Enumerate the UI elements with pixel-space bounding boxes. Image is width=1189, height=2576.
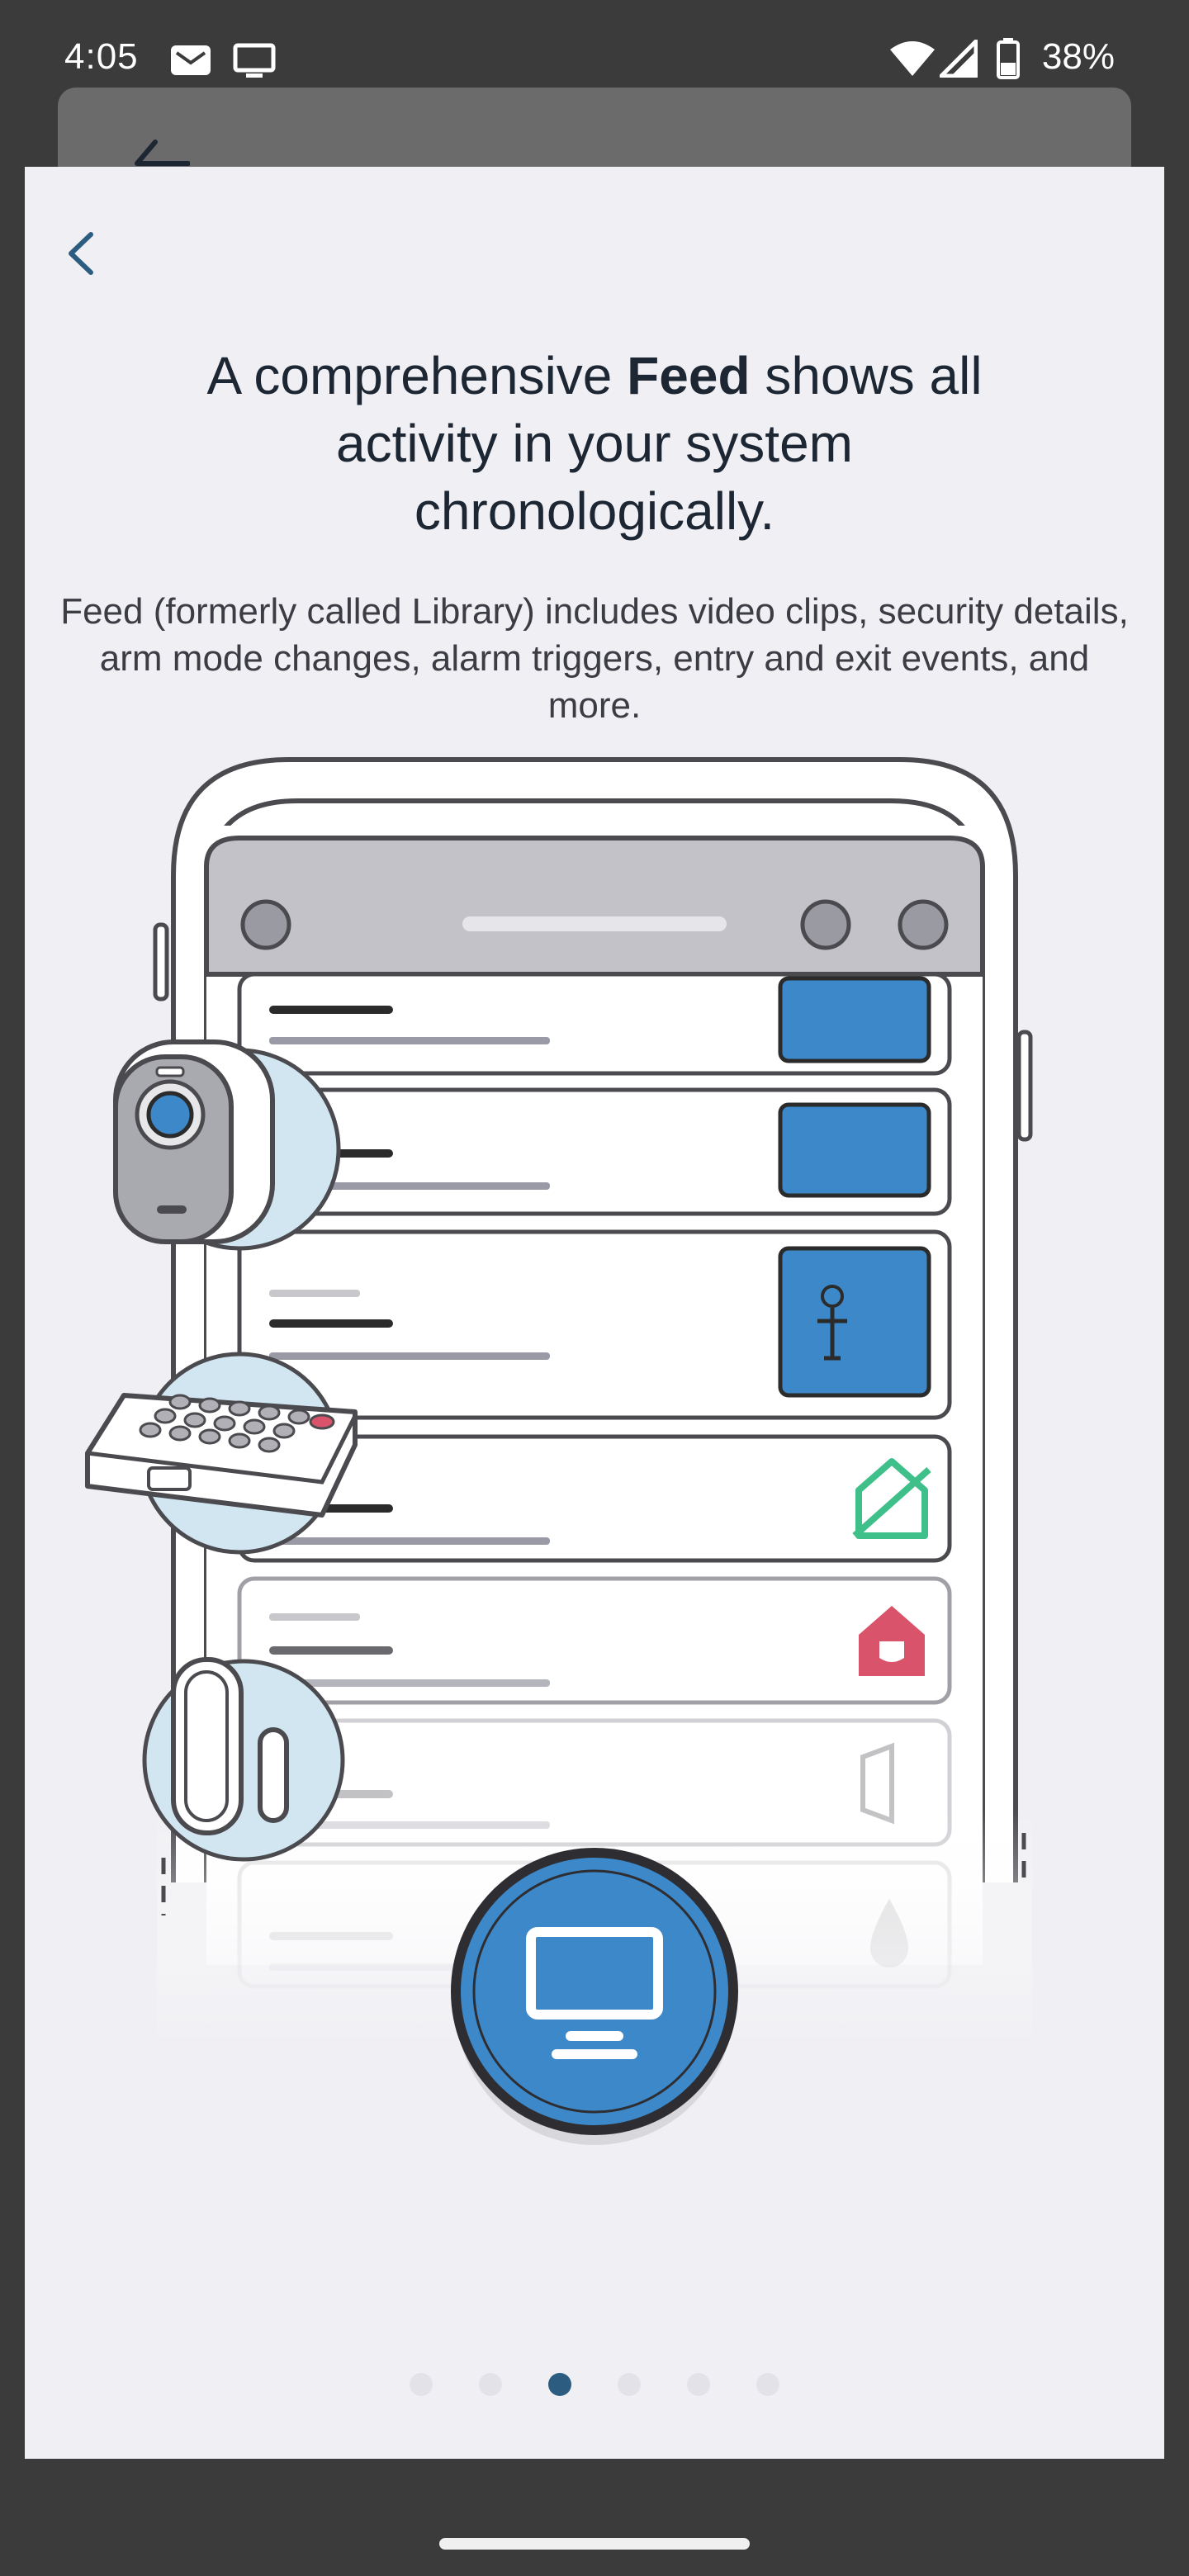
pagination-dot-4[interactable] [618,2373,641,2396]
headline-emphasis: Feed [627,346,751,405]
feed-row-camera-3 [237,1229,952,1420]
pagination-dots [0,2373,1189,2406]
headline-text-after: shows all activity in your system chrono… [336,346,983,541]
wifi-icon [890,41,935,76]
back-chevron-icon[interactable] [45,216,119,291]
home-indicator[interactable] [439,2538,750,2550]
cast-monitor-icon [233,43,276,78]
gmail-icon [171,45,211,75]
pagination-dot-6[interactable] [756,2373,779,2396]
status-bar: 4:05 38% [0,0,1189,116]
pagination-dot-1[interactable] [410,2373,433,2396]
feed-row-camera-1 [237,972,952,1076]
battery-icon [997,38,1020,79]
background-back-arrow-icon [135,140,190,166]
headline-text-before: A comprehensive [206,346,628,405]
pagination-dot-3[interactable] [548,2373,571,2396]
feed-description: Feed (formerly called Library) includes … [60,591,1129,726]
door-sensor-device-illustration [142,1657,345,1862]
feed-row-arm-armed [237,1576,952,1705]
monitor-badge-illustration [451,1848,738,2145]
feed-illustration [85,757,1033,2145]
battery-percentage: 38% [1041,36,1115,77]
feed-headline: A comprehensive Feed shows all activity … [149,342,1040,545]
signal-icon [940,40,978,78]
pagination-dot-2[interactable] [479,2373,502,2396]
keypad-device-illustration [85,1352,358,1555]
feed-row-camera-2 [237,1087,952,1216]
camera-device-illustration [113,1039,341,1251]
pagination-dot-5[interactable] [687,2373,710,2396]
status-time: 4:05 [64,36,139,77]
